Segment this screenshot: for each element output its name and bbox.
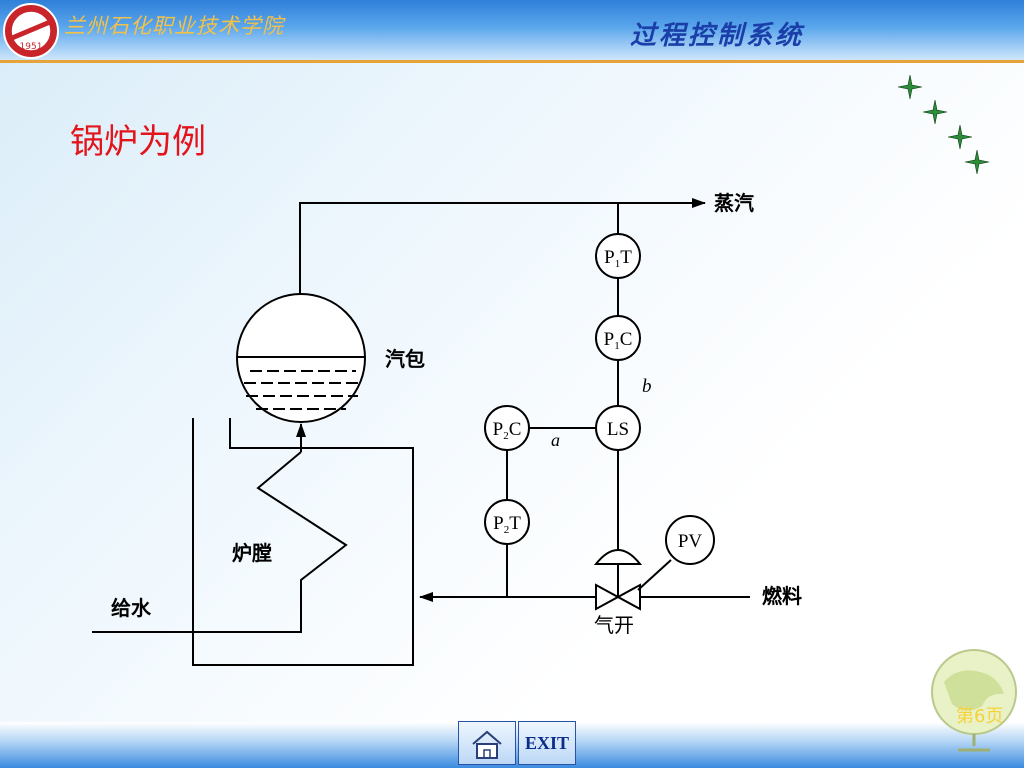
course-title: 过程控制系统 (630, 21, 805, 51)
signal-b-label: b (642, 376, 652, 397)
signal-a-label: a (551, 430, 560, 450)
furnace-coil (92, 451, 348, 633)
steam-line (299, 198, 706, 300)
fuel-label: 燃料 (762, 584, 802, 608)
p2t-label: P2T (493, 513, 521, 536)
logo-year: 1951 (20, 42, 43, 52)
p2c-instrument (484, 405, 530, 451)
steam-label: 蒸汽 (714, 191, 754, 215)
p1c-instrument (595, 315, 641, 361)
school-name: 兰州石化职业技术学院 (64, 14, 284, 38)
furnace-label: 炉膛 (232, 541, 272, 565)
p1c-label: P1C (604, 329, 633, 352)
sparkle-icon (897, 74, 923, 100)
sparkle-stars-decoration (897, 74, 990, 175)
school-logo: 1951 (3, 3, 59, 59)
home-button[interactable] (458, 721, 516, 765)
page-number: 第6页 (956, 706, 1004, 727)
sparkle-icon (922, 99, 948, 125)
pv-label: PV (678, 531, 703, 552)
feedwater-label: 给水 (111, 596, 152, 620)
p1t-instrument (595, 233, 641, 279)
drum-label: 汽包 (385, 347, 425, 371)
ls-label: LS (607, 419, 629, 440)
air-to-open-label: 气开 (594, 613, 634, 637)
sparkle-icon (964, 149, 990, 175)
p2t-instrument (484, 499, 530, 545)
globe-icon (931, 649, 1017, 752)
home-icon (472, 730, 502, 759)
control-valve (595, 583, 641, 611)
ls-instrument (595, 405, 641, 451)
slide-title: 锅炉为例 (70, 122, 206, 162)
exit-button[interactable]: EXIT (518, 721, 576, 765)
furnace-left-wall (192, 418, 414, 666)
header-bar: 1951 兰州石化职业技术学院 过程控制系统 (0, 0, 1024, 63)
p1t-label: P1T (604, 247, 632, 270)
p2c-label: P2C (493, 419, 522, 442)
valve-actuator (593, 549, 643, 565)
pv-instrument (665, 515, 715, 565)
sparkle-icon (947, 124, 973, 150)
